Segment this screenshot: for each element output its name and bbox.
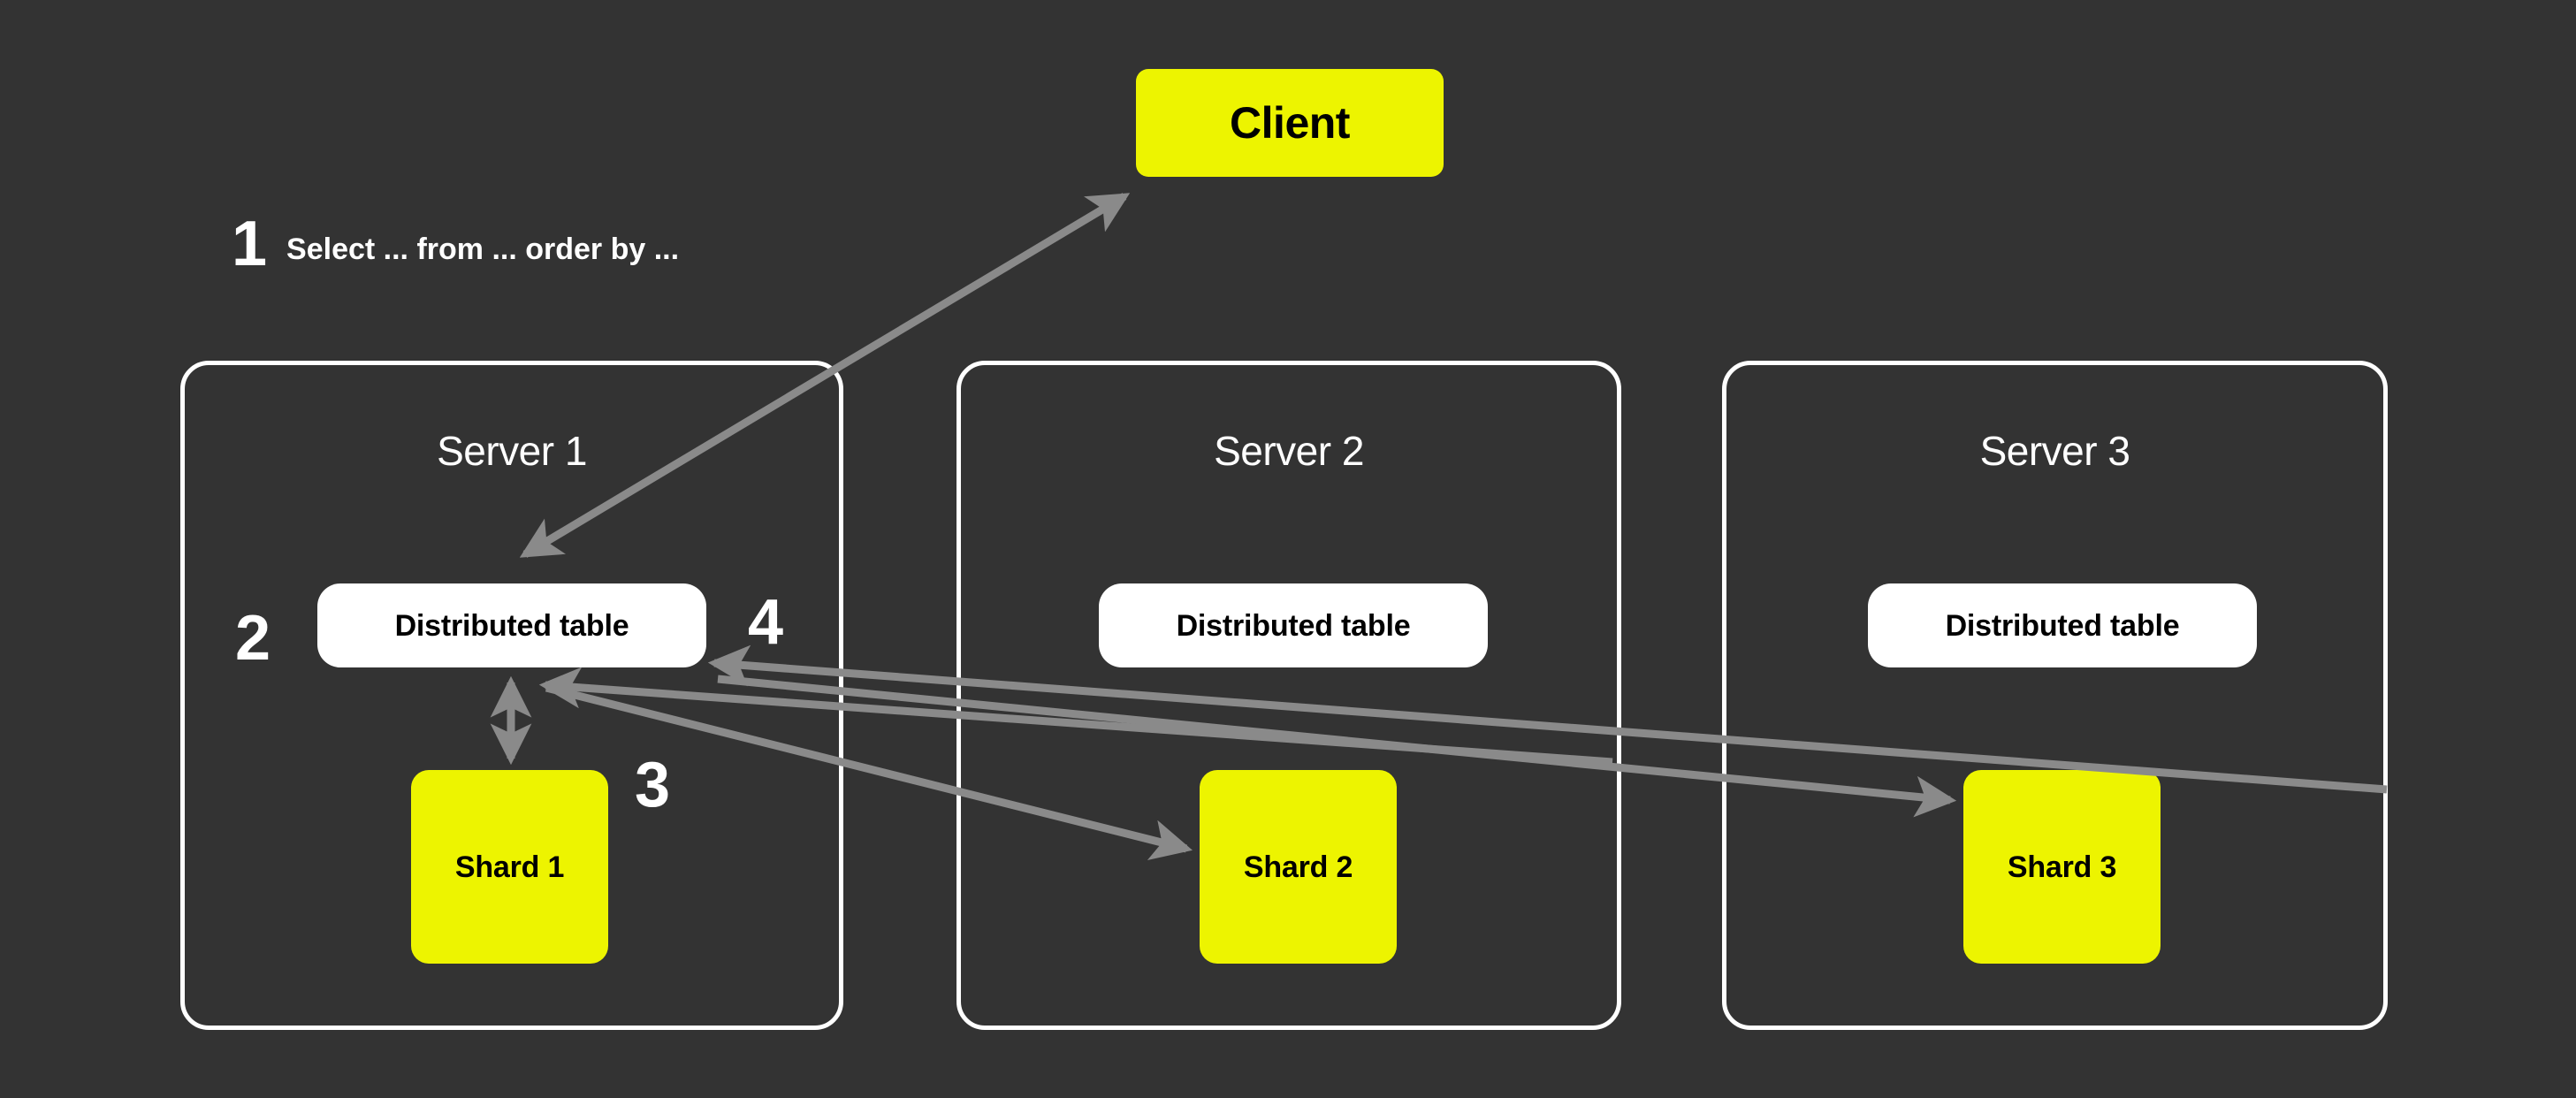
server-3-title: Server 3	[1979, 428, 2130, 474]
server-1-distributed-table-label: Distributed table	[394, 608, 629, 643]
server-3-container[interactable]: Server 3 Distributed table Shard 3	[1722, 361, 2388, 1030]
server-2-distributed-table-label: Distributed table	[1176, 608, 1411, 643]
server-2-distributed-table[interactable]: Distributed table	[1099, 583, 1488, 667]
server-3-distributed-table-label: Distributed table	[1945, 608, 2180, 643]
server-2-container[interactable]: Server 2 Distributed table Shard 2	[956, 361, 1621, 1030]
step-1-query-text: Select ... from ... order by ...	[286, 233, 680, 266]
server-1-shard-label: Shard 1	[454, 850, 565, 884]
client-label: Client	[1230, 98, 1350, 148]
server-2-title: Server 2	[1214, 428, 1364, 474]
step-4-number: 4	[748, 587, 784, 658]
server-2-shard-label: Shard 2	[1243, 850, 1353, 884]
server-3-shard-label: Shard 3	[2007, 850, 2117, 884]
server-1-shard[interactable]: Shard 1	[411, 770, 608, 964]
server-2-shard[interactable]: Shard 2	[1200, 770, 1397, 964]
step-3-number: 3	[635, 750, 671, 820]
step-1-number: 1	[232, 209, 268, 279]
client-node[interactable]: Client	[1136, 69, 1444, 177]
step-2-number: 2	[235, 603, 271, 674]
server-1-distributed-table[interactable]: Distributed table	[317, 583, 706, 667]
server-3-distributed-table[interactable]: Distributed table	[1868, 583, 2257, 667]
server-1-container[interactable]: Server 1 Distributed table Shard 1	[180, 361, 843, 1030]
step-1-caption: 1 Select ... from ... order by ...	[232, 212, 679, 276]
server-3-shard[interactable]: Shard 3	[1963, 770, 2161, 964]
server-1-title: Server 1	[437, 428, 587, 474]
